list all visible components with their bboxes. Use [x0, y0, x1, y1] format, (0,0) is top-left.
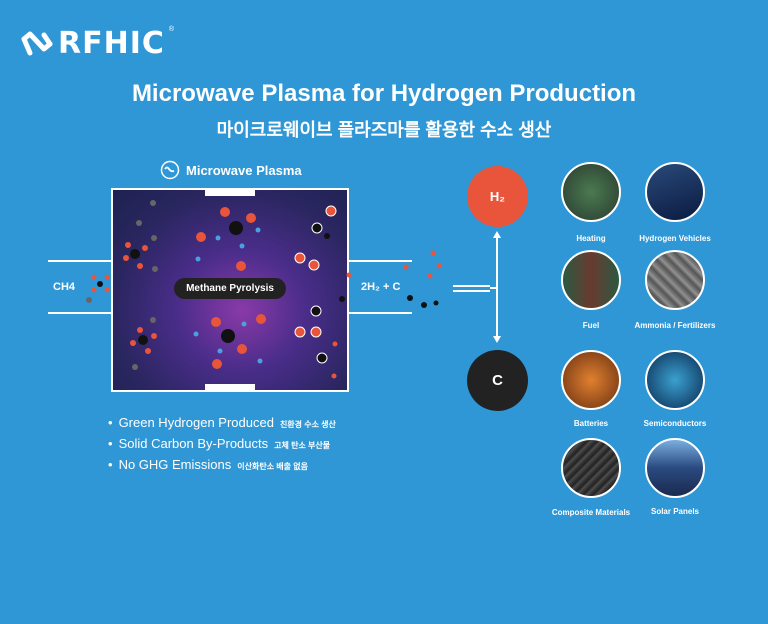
hydrogen-vehicles-label: Hydrogen Vehicles — [639, 234, 711, 243]
solar-panels-label: Solar Panels — [650, 507, 700, 516]
methane-pyrolysis-label: Methane Pyrolysis — [174, 278, 286, 299]
splitting-molecule — [195, 207, 261, 271]
waveguide-top — [205, 188, 255, 196]
benefit-text: Solid Carbon By-Products — [118, 436, 269, 451]
input-ch4-label: CH4 — [53, 281, 76, 293]
h2-product-circle: H₂ — [467, 166, 528, 227]
arrow-down-icon — [493, 336, 501, 343]
hydrogen-vehicles-image — [645, 162, 705, 222]
rfhic-logo: RFHIC ® — [20, 26, 174, 61]
splitting-molecule — [193, 314, 266, 369]
fuel-label: Fuel — [582, 321, 600, 330]
heating-image — [561, 162, 621, 222]
benefit-text: No GHG Emissions — [118, 457, 232, 472]
page-subtitle: 마이크로웨이브 플라즈마를 활용한 수소 생산 — [216, 120, 552, 140]
benefit-text-ko: 이산화탄소 배출 없음 — [237, 462, 308, 471]
batteries-image — [561, 350, 621, 410]
methane-molecule — [91, 274, 110, 293]
products-in-chamber — [294, 205, 338, 379]
waveguide-bottom — [205, 384, 255, 392]
microwave-plasma-label: Microwave Plasma — [160, 160, 302, 180]
composite-materials-label: Composite Materials — [551, 508, 631, 517]
carbon-product-circle: C — [467, 350, 528, 411]
page-title: Microwave Plasma for Hydrogen Production — [131, 80, 637, 107]
ammonia-fertilizers-label: Ammonia / Fertilizers — [634, 321, 716, 330]
semiconductors-image — [645, 350, 705, 410]
output-particles — [339, 250, 442, 308]
composite-materials-image — [561, 438, 621, 498]
methane-molecule — [130, 327, 157, 354]
methane-molecule — [123, 242, 148, 269]
fuel-image — [561, 250, 621, 310]
solar-panels-image — [645, 438, 705, 498]
benefit-text-ko: 친환경 수소 생산 — [279, 420, 336, 429]
rfhic-logo-icon — [21, 31, 53, 55]
microwave-icon — [160, 160, 180, 180]
output-label: 2H₂ + C — [361, 281, 401, 293]
semiconductors-label: Semiconductors — [643, 419, 707, 428]
benefit-text: Green Hydrogen Produced — [118, 415, 274, 430]
ammonia-fertilizers-image — [645, 250, 705, 310]
microwave-plasma-text: Microwave Plasma — [186, 162, 302, 178]
registered-mark: ® — [168, 26, 175, 33]
argon-atoms — [86, 200, 158, 370]
brand-name: RFHIC — [58, 26, 165, 61]
arrow-up-icon — [493, 231, 501, 238]
heating-label: Heating — [576, 234, 606, 243]
batteries-label: Batteries — [573, 419, 609, 428]
benefit-text-ko: 고체 탄소 부산물 — [274, 441, 331, 450]
